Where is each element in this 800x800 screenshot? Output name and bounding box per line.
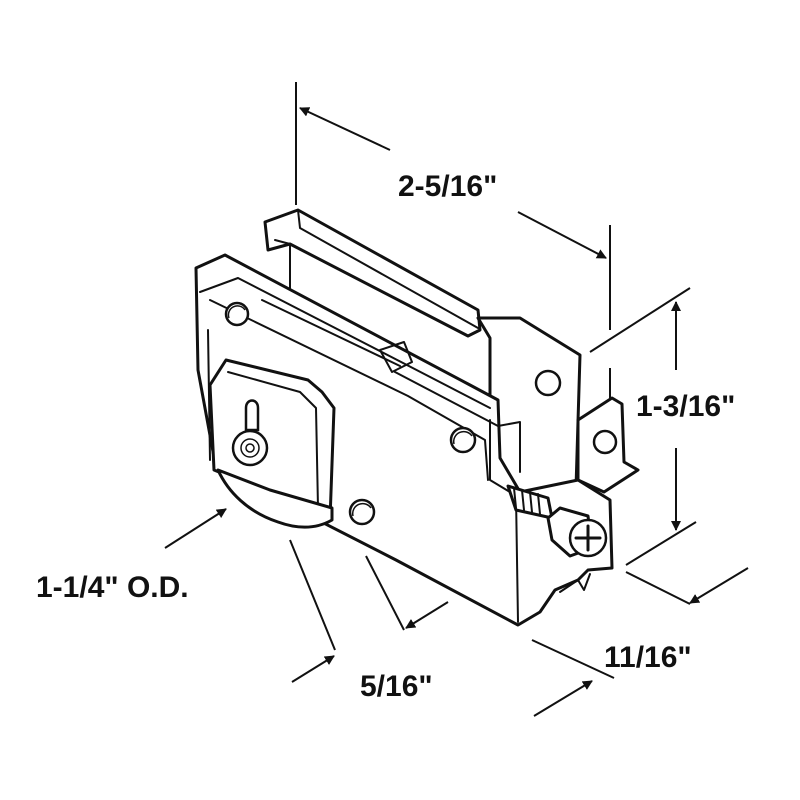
wheel-plate <box>208 358 336 529</box>
top-rail <box>263 208 482 338</box>
wheel-diameter-label: 1-1/4" O.D. <box>36 571 189 604</box>
dimension-lines <box>164 82 749 717</box>
adjustment-screw <box>506 484 608 558</box>
mounting-tab-hole <box>592 429 618 455</box>
roller-assembly <box>194 208 640 627</box>
housing-holes <box>224 301 477 526</box>
width-dimension-label: 11/16" <box>604 641 692 674</box>
length-dimension-label: 2-5/16" <box>398 170 497 203</box>
mounting-tab <box>576 396 640 494</box>
height-dimension-label: 1-3/16" <box>636 390 735 423</box>
wheel-width-label: 5/16" <box>360 670 433 703</box>
rear-plate-hole <box>534 369 562 397</box>
housing <box>194 253 614 627</box>
wheel-axle <box>231 399 269 467</box>
